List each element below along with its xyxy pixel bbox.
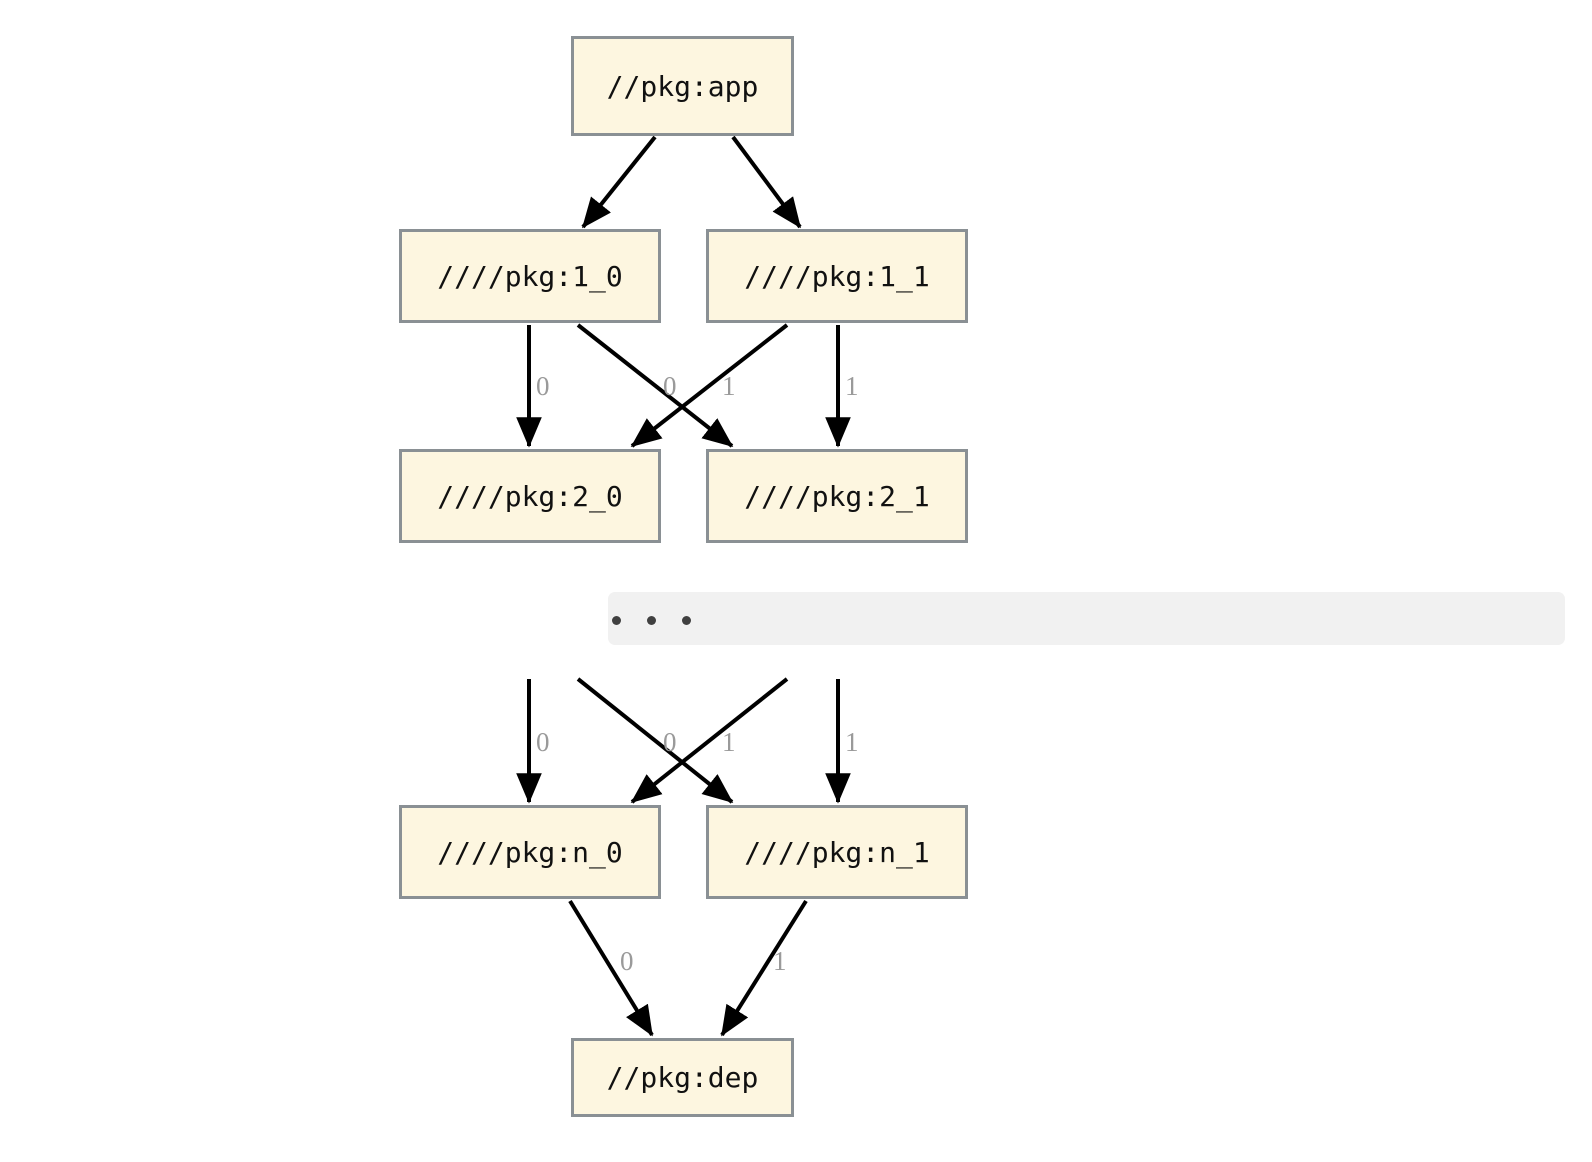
edge-label-e-11-21: 1	[845, 371, 859, 401]
ellipsis-dot	[647, 616, 656, 625]
graph-edge-e-10-21	[576, 323, 734, 448]
edge-label-e-n0-dep: 0	[620, 946, 634, 976]
graph-edge-e-n1-dep	[720, 899, 808, 1037]
ellipsis-dots	[612, 616, 691, 625]
graph-edge-e-app-11	[731, 135, 802, 229]
graph-node-2_1[interactable]: ////pkg:2_1	[706, 449, 968, 543]
ellipsis-separator-band	[608, 592, 1565, 645]
edge-label-e-10-21: 0	[663, 371, 677, 401]
graph-node-1_0[interactable]: ////pkg:1_0	[399, 229, 661, 323]
graph-edge-e-11-20	[630, 323, 789, 448]
graph-edge-e-h1-n0	[630, 677, 789, 804]
graph-edge-e-h0-n1	[576, 677, 734, 804]
graph-node-app[interactable]: //pkg:app	[571, 36, 794, 136]
edge-label-e-10-20: 0	[536, 371, 550, 401]
edge-label-e-11-20: 1	[722, 371, 736, 401]
graph-node-2_0[interactable]: ////pkg:2_0	[399, 449, 661, 543]
edge-label-e-n1-dep: 1	[773, 946, 787, 976]
edge-label-e-h0-n1: 0	[663, 727, 677, 757]
edge-label-e-h1-n1: 1	[845, 727, 859, 757]
graph-node-1_1[interactable]: ////pkg:1_1	[706, 229, 968, 323]
edge-label-e-h0-n0: 0	[536, 727, 550, 757]
graph-edge-e-app-10	[581, 135, 657, 229]
edge-label-e-h1-n0: 1	[722, 727, 736, 757]
ellipsis-dot	[612, 616, 621, 625]
graph-edge-e-n0-dep	[568, 899, 654, 1037]
edge-lines	[516, 135, 851, 1037]
ellipsis-dot	[682, 616, 691, 625]
graph-node-dep[interactable]: //pkg:dep	[571, 1038, 794, 1117]
graph-node-n_0[interactable]: ////pkg:n_0	[399, 805, 661, 899]
graph-node-n_1[interactable]: ////pkg:n_1	[706, 805, 968, 899]
